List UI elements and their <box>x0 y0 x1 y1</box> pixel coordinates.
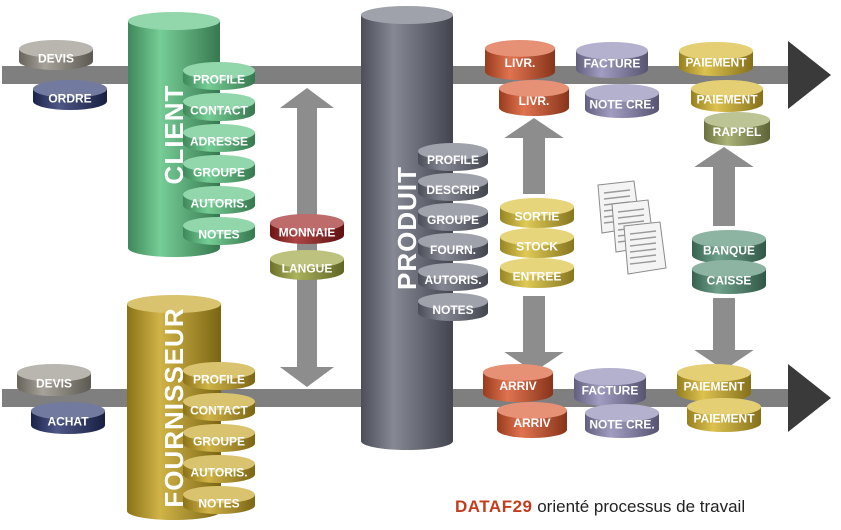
monnaie-cylinder: MONNAIE <box>270 214 344 244</box>
client-item-3: GROUPE <box>183 155 255 183</box>
achat-paiement-cylinder-1: PAIEMENT <box>687 398 761 432</box>
langue-cylinder: LANGUE <box>270 250 344 280</box>
produit-item-1: DESCRIP <box>418 173 488 202</box>
fournisseur-item-3: AUTORIS. <box>183 455 255 483</box>
achat-achat-cylinder: ACHAT <box>31 402 105 434</box>
produit-item-5-label: NOTES <box>432 303 473 317</box>
produit-item-2: GROUPE <box>418 203 488 231</box>
vente-note-cylinder-label: NOTE CRE. <box>589 97 654 111</box>
rappel-cylinder: RAPPEL <box>704 112 770 146</box>
produit-item-4: AUTORIS. <box>418 263 488 291</box>
fournisseur-item-0: PROFILE <box>183 362 255 390</box>
fournisseur-item-2-label: GROUPE <box>193 434 245 448</box>
stock-arriv-arrow <box>504 296 564 372</box>
vente-ordre-cylinder: ORDRE <box>33 80 107 110</box>
livr-stock-arrow <box>504 118 564 194</box>
vente-paiement-cylinder-1-label: PAIEMENT <box>696 92 758 106</box>
achat-paiement-cylinder-1-label: PAIEMENT <box>693 411 755 425</box>
achat-devis-cylinder-label: DEVIS <box>36 376 72 390</box>
achat-paiement-cylinder-0: PAIEMENT <box>677 364 751 402</box>
arriv-cylinder-0: ARRIV <box>483 364 553 403</box>
stock-item-0-label: SORTIE <box>515 209 560 223</box>
livr-cylinder-1: LIVR. <box>499 80 569 116</box>
produit-item-2-label: GROUPE <box>427 213 479 227</box>
tresorerie-item-1-label: CAISSE <box>707 273 752 287</box>
vente-paiement-cylinder-0: PAIEMENT <box>679 42 753 77</box>
livr-cylinder-1-label: LIVR. <box>519 94 550 108</box>
vente-devis-cylinder-label: DEVIS <box>38 51 74 65</box>
arriv-cylinder-1: ARRIV <box>497 402 567 438</box>
produit-item-5: NOTES <box>418 293 488 322</box>
fournisseur-item-4: NOTES <box>183 486 255 514</box>
fournisseur-item-3-label: AUTORIS. <box>190 465 247 479</box>
client-item-0-label: PROFILE <box>193 72 245 86</box>
produit-item-3-label: FOURN. <box>430 243 476 257</box>
client-item-1: CONTACT <box>183 93 255 121</box>
produit-cylinder: PRODUIT <box>361 6 453 450</box>
produit-cylinder-title: PRODUIT <box>392 166 422 290</box>
monnaie-cylinder-label: MONNAIE <box>279 225 336 239</box>
rappel-cylinder-label: RAPPEL <box>713 125 762 139</box>
achat-achat-cylinder-label: ACHAT <box>47 414 89 428</box>
documents-icon <box>597 180 667 275</box>
achat-facture-cylinder: FACTURE <box>574 368 646 406</box>
livr-cylinder-0: LIVR. <box>485 40 555 80</box>
stock-item-1-label: STOCK <box>516 239 558 253</box>
produit-item-4-label: AUTORIS. <box>424 273 481 287</box>
langue-cylinder-label: LANGUE <box>282 261 333 275</box>
fournisseur-item-1-label: CONTACT <box>190 403 248 417</box>
fournisseur-item-0-label: PROFILE <box>193 372 245 386</box>
fournisseur-item-1: CONTACT <box>183 393 255 421</box>
produit-item-0-label: PROFILE <box>427 153 479 167</box>
client-item-2-label: ADRESSE <box>190 134 248 148</box>
produit-item-1-label: DESCRIP <box>426 183 479 197</box>
tresorerie-item-1: CAISSE <box>692 260 766 294</box>
footer-tagline: orienté processus de travail <box>532 497 746 516</box>
vente-ordre-cylinder-label: ORDRE <box>48 91 91 105</box>
client-item-5-label: NOTES <box>198 227 239 241</box>
achat-paiement-cylinder-0-label: PAIEMENT <box>683 379 745 393</box>
client-item-0: PROFILE <box>183 62 255 91</box>
caisse-paiement-arrow <box>694 298 754 370</box>
stock-item-2-label: ENTREE <box>513 269 562 283</box>
vente-devis-cylinder: DEVIS <box>19 40 93 70</box>
tresorerie-item-0: BANQUE <box>692 230 766 264</box>
livr-cylinder-0-label: LIVR. <box>505 56 536 70</box>
achat-note-cylinder-label: NOTE CRE. <box>589 417 654 431</box>
fournisseur-item-4-label: NOTES <box>198 496 239 510</box>
client-item-5: NOTES <box>183 217 255 246</box>
vente-paiement-cylinder-0-label: PAIEMENT <box>685 55 747 69</box>
stock-item-2: ENTREE <box>500 258 574 289</box>
client-item-4-label: AUTORIS. <box>190 196 247 210</box>
rappel-banque-arrow <box>694 147 754 226</box>
produit-item-0: PROFILE <box>418 143 488 172</box>
achat-note-cylinder: NOTE CRE. <box>585 404 659 439</box>
client-item-1-label: CONTACT <box>190 103 248 117</box>
stock-item-0: SORTIE <box>500 198 574 228</box>
footer-caption: DATAF29 orienté processus de travail <box>455 497 745 517</box>
tresorerie-item-0-label: BANQUE <box>703 243 755 257</box>
arriv-cylinder-1-label: ARRIV <box>513 416 550 430</box>
arriv-cylinder-0-label: ARRIV <box>499 379 536 393</box>
vente-facture-cylinder: FACTURE <box>576 42 648 78</box>
fournisseur-item-2: GROUPE <box>183 424 255 452</box>
vente-facture-cylinder-label: FACTURE <box>584 56 641 70</box>
footer-brand: DATAF29 <box>455 497 533 516</box>
achat-facture-cylinder-label: FACTURE <box>582 383 639 397</box>
achat-devis-cylinder: DEVIS <box>17 364 91 396</box>
client-item-4: AUTORIS. <box>183 186 255 215</box>
vente-paiement-cylinder-1: PAIEMENT <box>691 80 763 113</box>
produit-item-3: FOURN. <box>418 233 488 262</box>
client-item-3-label: GROUPE <box>193 165 245 179</box>
vente-note-cylinder: NOTE CRE. <box>585 84 659 118</box>
stock-item-1: STOCK <box>500 228 574 258</box>
client-item-2: ADRESSE <box>183 124 255 152</box>
